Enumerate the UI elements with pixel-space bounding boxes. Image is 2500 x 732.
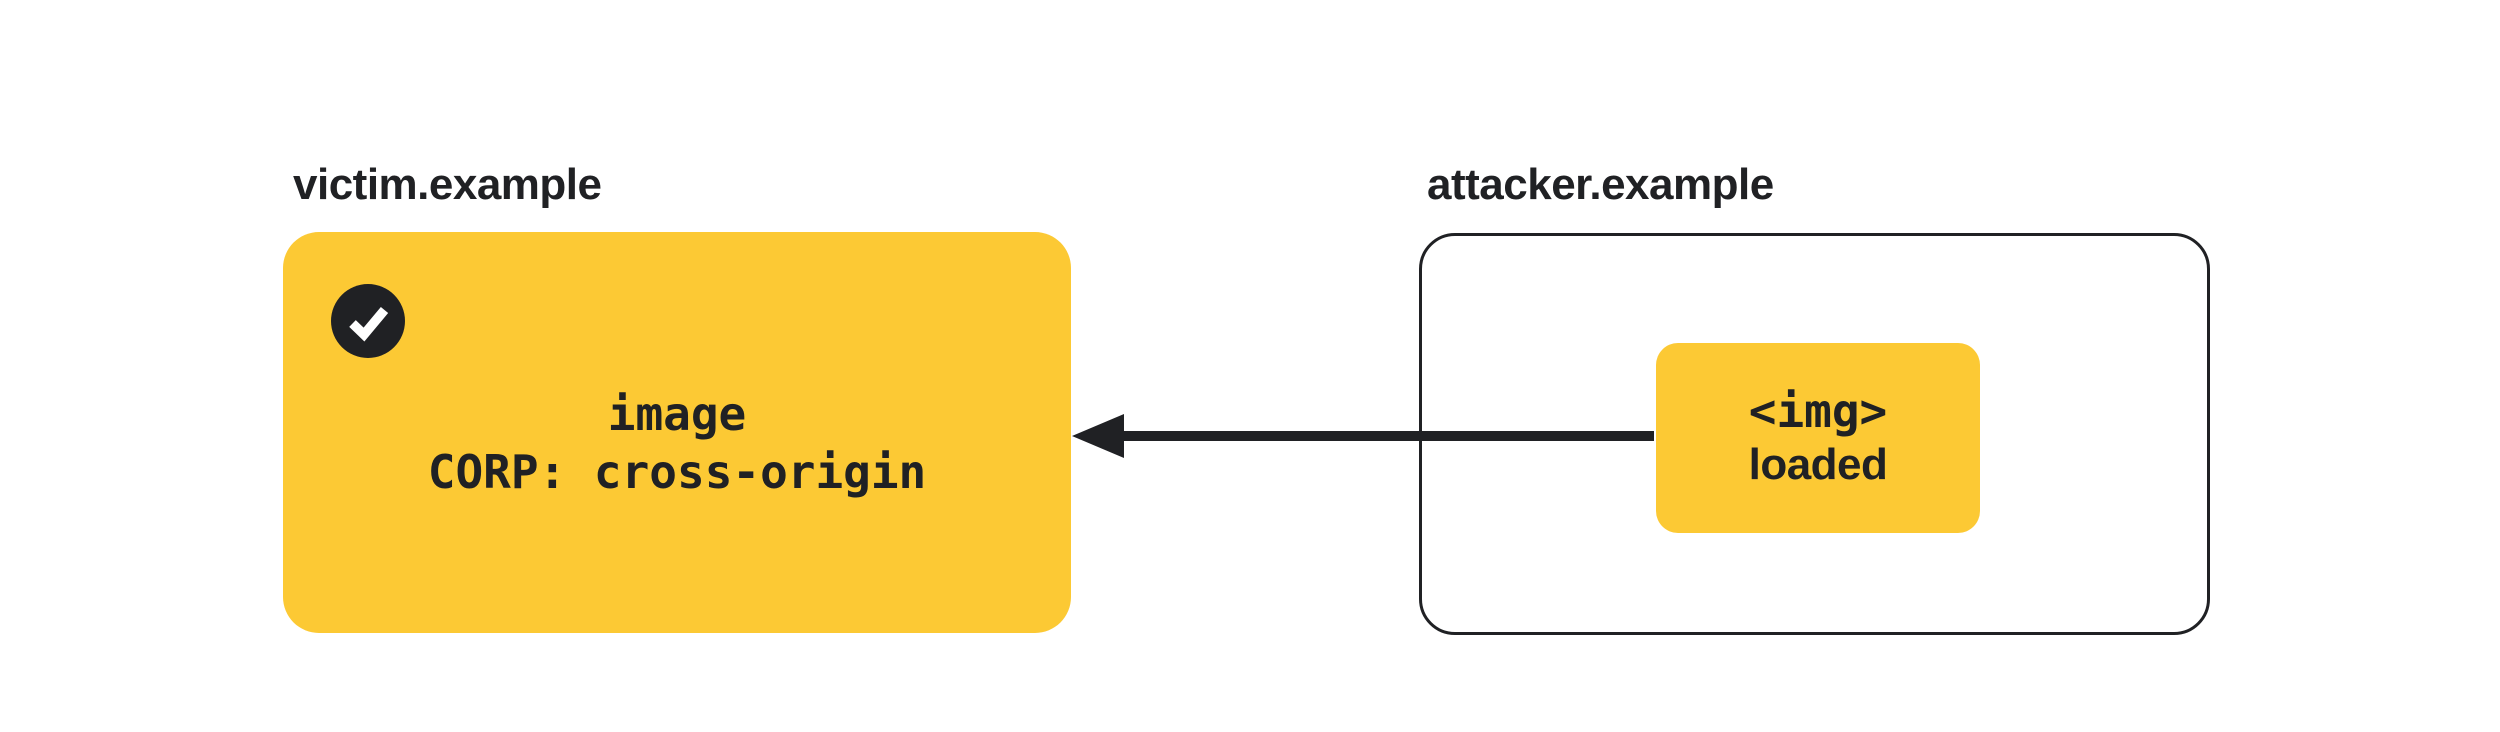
attacker-page-box: <img> loaded (1419, 233, 2210, 635)
img-request-chip: <img> loaded (1656, 343, 1980, 533)
img-tag-text: <img> (1748, 384, 1888, 438)
resource-type-text: image (607, 386, 747, 441)
loaded-status-text: loaded (1748, 440, 1888, 489)
check-circle-icon (331, 284, 405, 358)
victim-domain-label: victim.example (293, 160, 602, 209)
request-arrow (1072, 414, 1654, 458)
corp-header-text: CORP: cross-origin (427, 444, 927, 499)
victim-resource-text: image CORP: cross-origin (428, 385, 927, 501)
attacker-domain-label: attacker.example (1427, 160, 1774, 209)
victim-resource-box: image CORP: cross-origin (283, 232, 1071, 633)
